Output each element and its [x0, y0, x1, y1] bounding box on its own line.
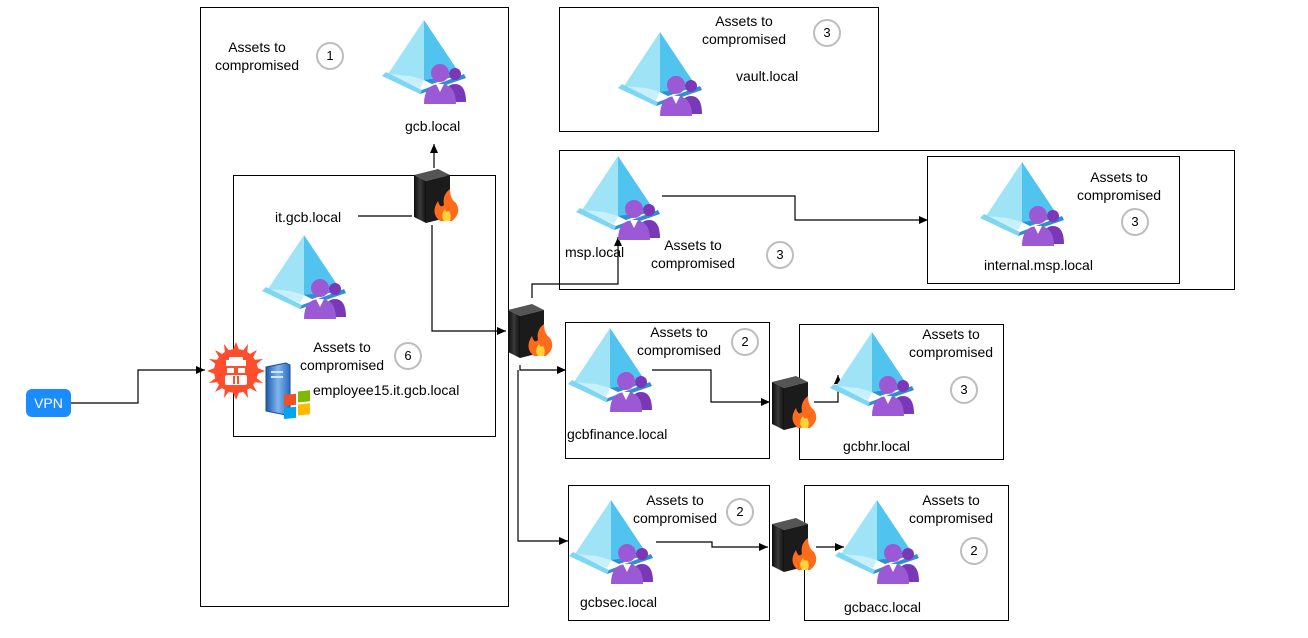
domain-label-gcb: gcb.local — [405, 118, 461, 134]
edge-central-to-msp — [531, 237, 622, 298]
gcb-forest-container — [200, 7, 509, 607]
msp-container — [559, 150, 1235, 290]
azure-ad-domain-icon — [260, 233, 352, 321]
vpn-node[interactable]: VPN — [26, 389, 71, 417]
count-badge-gcbhr: 3 — [950, 376, 978, 404]
domain-label-msp: msp.local — [565, 244, 625, 260]
domain-label-employee15: employee15.it.gcb.local — [313, 382, 460, 398]
azure-ad-domain-icon — [978, 160, 1070, 248]
azure-ad-domain-icon — [828, 330, 920, 418]
azure-ad-domain-icon — [616, 30, 708, 118]
it-gcb-container — [233, 175, 496, 437]
edge-central-to-gcbfinance — [519, 365, 566, 374]
edge-msp-to-internal-msp — [662, 195, 928, 224]
domain-label-vault: vault.local — [736, 68, 799, 84]
count-badge-gcbacc: 2 — [960, 537, 988, 565]
azure-ad-domain-icon — [380, 18, 472, 106]
count-badge-gcbsec: 2 — [726, 498, 754, 526]
domain-label-gcbfinance: gcbfinance.local — [567, 426, 668, 442]
domain-label-it-gcb: it.gcb.local — [275, 209, 342, 225]
windows-server-icon — [265, 362, 310, 419]
edge-central-to-gcbsec — [517, 370, 568, 545]
firewall-icon — [768, 514, 820, 574]
internal-msp-container — [927, 156, 1180, 284]
edge-firewall-to-central-firewall — [431, 225, 506, 335]
gcbfinance-container — [565, 322, 770, 459]
count-badge-gcb: 1 — [316, 42, 344, 70]
gcbsec-container — [568, 485, 770, 621]
domain-label-gcbacc: gcbacc.local — [844, 599, 922, 615]
count-badge-it-gcb: 6 — [394, 342, 422, 370]
azure-ad-domain-icon — [574, 154, 666, 242]
azure-ad-domain-icon — [566, 326, 658, 414]
count-badge-vault: 3 — [813, 19, 841, 47]
domain-label-internal-msp: internal.msp.local — [984, 257, 1093, 273]
edge-gcbsec-to-firewall — [656, 541, 768, 551]
edge-gcbfinance-to-firewall — [652, 369, 770, 406]
count-badge-msp: 3 — [766, 241, 794, 269]
azure-ad-domain-icon — [833, 498, 925, 586]
edge-vpn-to-it-gcb — [71, 366, 205, 404]
red-team-compromise-icon — [207, 342, 265, 400]
vault-container — [559, 7, 879, 132]
firewall-icon — [410, 165, 462, 225]
firewall-icon — [768, 372, 820, 432]
domain-label-gcbhr: gcbhr.local — [843, 438, 910, 454]
azure-ad-domain-icon — [567, 498, 659, 586]
count-badge-gcbfinance: 2 — [731, 328, 759, 356]
firewall-icon — [504, 300, 556, 360]
count-badge-internal-msp: 3 — [1121, 208, 1149, 236]
domain-label-gcbsec: gcbsec.local — [580, 594, 658, 610]
